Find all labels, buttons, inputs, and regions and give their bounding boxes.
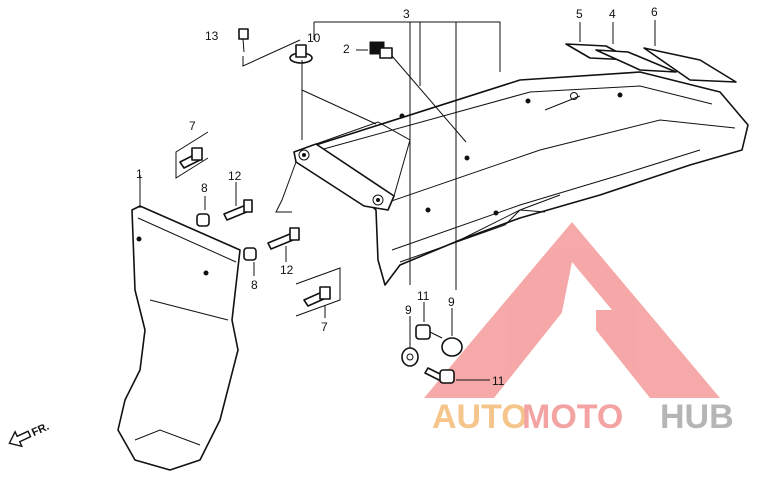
callout-7-lower: 7 (321, 320, 328, 334)
callout-12-upper: 12 (228, 169, 242, 183)
callout-8-upper: 8 (201, 181, 208, 195)
watermark-text-a: AUTO (432, 398, 528, 436)
grommet-10 (289, 44, 313, 64)
collar-8-lower (243, 247, 257, 261)
callout-3: 3 (403, 7, 410, 21)
watermark-text: AUTO MOTO HUB (432, 398, 734, 436)
callout-12-lower: 12 (280, 263, 294, 277)
arrow-left-icon (8, 430, 32, 448)
nut-11-upper (415, 324, 443, 340)
watermark-inner-mark (548, 262, 612, 360)
direction-label: FR. (30, 421, 51, 439)
callout-1: 1 (136, 167, 143, 181)
bolt-7-upper (179, 147, 203, 169)
bolt-12-upper (223, 199, 253, 221)
collar-8-upper (196, 213, 210, 227)
fender-bracket (275, 121, 411, 213)
callout-9-right: 9 (448, 295, 455, 309)
washer-9-left (401, 347, 419, 367)
watermark-text-c: HUB (660, 398, 734, 436)
callout-6: 6 (651, 5, 658, 19)
bolt-7-lower (303, 286, 331, 307)
clip-2 (369, 41, 393, 59)
leader-lines (139, 20, 656, 381)
watermark-logo (424, 222, 720, 398)
callout-4: 4 (609, 7, 616, 21)
washer-9-right (441, 337, 463, 357)
front-direction-arrow: FR. (8, 421, 51, 448)
bolt-11-lower (424, 367, 455, 384)
watermark-text-b: MOTO (522, 398, 623, 436)
callout-7-upper: 7 (189, 119, 196, 133)
callout-11-upper: 11 (417, 289, 430, 303)
callout-9-left: 9 (405, 303, 412, 317)
rear-fender (299, 71, 749, 286)
callout-5: 5 (576, 7, 583, 21)
stripe-decals (565, 43, 737, 83)
bolt-13 (238, 28, 249, 53)
callout-11-lower: 11 (492, 374, 505, 388)
callout-8-lower: 8 (251, 278, 258, 292)
watermark-triangle (424, 222, 720, 398)
callout-10: 10 (307, 31, 321, 45)
callout-13: 13 (205, 29, 219, 43)
callout-labels: 1 2 3 4 5 6 7 7 8 8 9 9 10 11 11 12 12 1… (136, 5, 658, 388)
splash-guard (117, 205, 241, 471)
callout-2: 2 (343, 42, 350, 56)
bolt-12-lower (267, 227, 300, 250)
